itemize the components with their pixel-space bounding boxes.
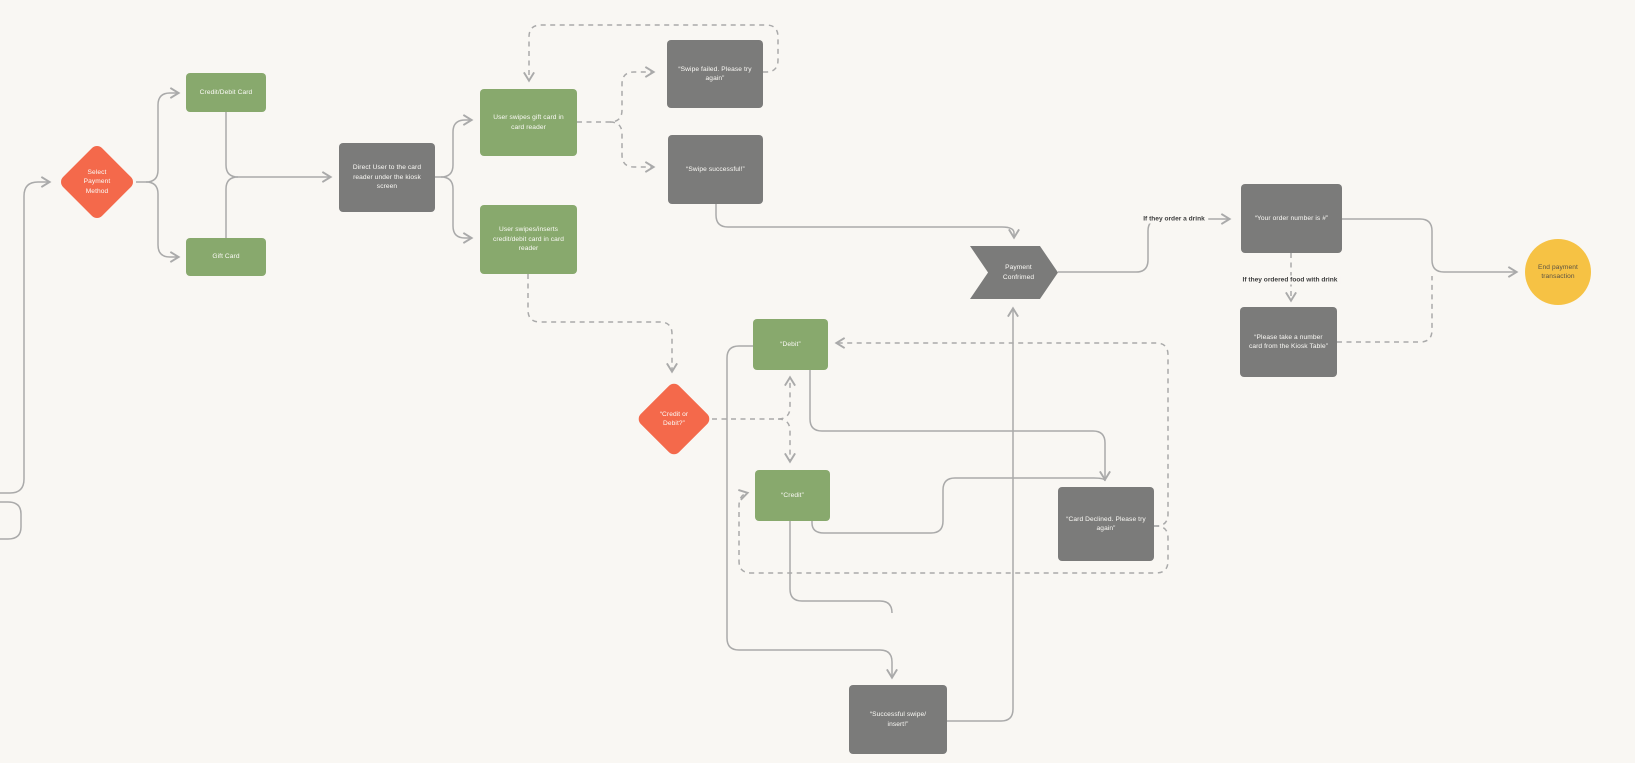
edge-label-ordered-food[interactable]: If they ordered food with drink bbox=[1239, 275, 1341, 285]
connector-direct-user-to-swipe-gift[interactable] bbox=[435, 114, 474, 178]
node-successful-swipe[interactable]: “Successful swipe/ insert!” bbox=[849, 685, 947, 754]
connector-credit-or-debit-to-debit[interactable] bbox=[712, 375, 796, 420]
node-take-number-card[interactable]: “Please take a number card from the Kios… bbox=[1240, 307, 1337, 377]
connector-card-declined-retry-to-debit[interactable] bbox=[834, 337, 1169, 527]
node-credit-or-debit[interactable]: “Credit or Debit?” bbox=[635, 380, 713, 458]
node-label: “Swipe successful!” bbox=[686, 165, 745, 173]
node-label: “Your order number is #” bbox=[1254, 214, 1329, 222]
node-swipe-success[interactable]: “Swipe successful!” bbox=[668, 135, 763, 204]
connector-swipe-success-to-payment-confirmed[interactable] bbox=[715, 204, 1020, 240]
node-label: Select Payment Method bbox=[83, 168, 111, 195]
node-label: “Credit” bbox=[781, 491, 804, 499]
node-label: “Please take a number card from the Kios… bbox=[1248, 333, 1329, 351]
connector-successful-swipe-to-payment-confirmed[interactable] bbox=[947, 306, 1019, 722]
connector-credit-debit-card-to-direct-user[interactable] bbox=[225, 112, 333, 183]
connector-swipe-credit-to-credit-or-debit[interactable] bbox=[527, 274, 678, 374]
node-gift-card[interactable]: Gift Card bbox=[186, 238, 266, 276]
node-label: “Card Declined. Please try again” bbox=[1066, 515, 1146, 533]
connector-select-to-credit-debit-card[interactable] bbox=[136, 87, 181, 183]
node-debit[interactable]: “Debit” bbox=[753, 319, 828, 370]
node-order-number[interactable]: “Your order number is #” bbox=[1241, 184, 1342, 253]
node-card-declined[interactable]: “Card Declined. Please try again” bbox=[1058, 487, 1154, 561]
edge-label-order-drink[interactable]: If they order a drink bbox=[1140, 214, 1208, 224]
node-label: Credit/Debit Card bbox=[199, 88, 253, 96]
connector-credit-or-debit-to-credit[interactable] bbox=[777, 418, 796, 464]
node-label: “Debit” bbox=[780, 340, 801, 348]
node-direct-user[interactable]: Direct User to the card reader under the… bbox=[339, 143, 435, 212]
connector-gift-card-to-direct-user[interactable] bbox=[225, 176, 239, 238]
connector-direct-user-to-swipe-credit[interactable] bbox=[440, 176, 474, 244]
connector-swipe-gift-to-swipe-failed[interactable] bbox=[577, 66, 656, 123]
connector-take-number-to-end[interactable] bbox=[1337, 276, 1433, 343]
node-label: End payment transaction bbox=[1538, 263, 1578, 281]
connector-debit-to-successful-swipe[interactable] bbox=[726, 345, 898, 680]
connector-debit-to-card-declined[interactable] bbox=[809, 370, 1111, 482]
connector-credit-to-successful-swipe[interactable] bbox=[789, 521, 893, 614]
node-label: Payment Confrimed bbox=[1002, 264, 1035, 281]
connector-select-to-gift-card[interactable] bbox=[145, 181, 181, 263]
node-label: Gift Card bbox=[212, 253, 240, 261]
connector-payment-confirmed-to-order-number[interactable] bbox=[1058, 213, 1232, 273]
node-label: “Successful swipe/ insert!” bbox=[869, 711, 927, 728]
connector-swipe-failed-retry-to-swipe-gift[interactable] bbox=[523, 24, 779, 83]
node-swipe-gift-card[interactable]: User swipes gift card in card reader bbox=[480, 89, 577, 156]
connector-credit-to-card-declined[interactable] bbox=[811, 477, 1106, 534]
node-label: User swipes gift card in card reader bbox=[493, 114, 564, 131]
node-credit-debit-card[interactable]: Credit/Debit Card bbox=[186, 73, 266, 112]
node-label: User swipes/inserts credit/debit card in… bbox=[492, 226, 565, 253]
connector-swipe-gift-to-swipe-success[interactable] bbox=[609, 121, 656, 173]
connector-order-number-to-end[interactable] bbox=[1342, 218, 1519, 278]
node-select-payment-method[interactable]: Select Payment Method bbox=[58, 143, 136, 221]
node-label: “Swipe failed. Please try again” bbox=[678, 65, 752, 83]
node-swipe-failed[interactable]: “Swipe failed. Please try again” bbox=[667, 40, 763, 108]
node-swipe-credit-card[interactable]: User swipes/inserts credit/debit card in… bbox=[480, 205, 577, 274]
node-label: Direct User to the card reader under the… bbox=[352, 164, 422, 191]
connector-offscreen-left-loop[interactable] bbox=[0, 501, 22, 540]
node-end-payment[interactable]: End payment transaction bbox=[1525, 239, 1591, 305]
node-credit[interactable]: “Credit” bbox=[755, 470, 830, 521]
connector-offscreen-to-select-payment[interactable] bbox=[0, 176, 52, 494]
node-label: “Credit or Debit?” bbox=[659, 410, 689, 428]
